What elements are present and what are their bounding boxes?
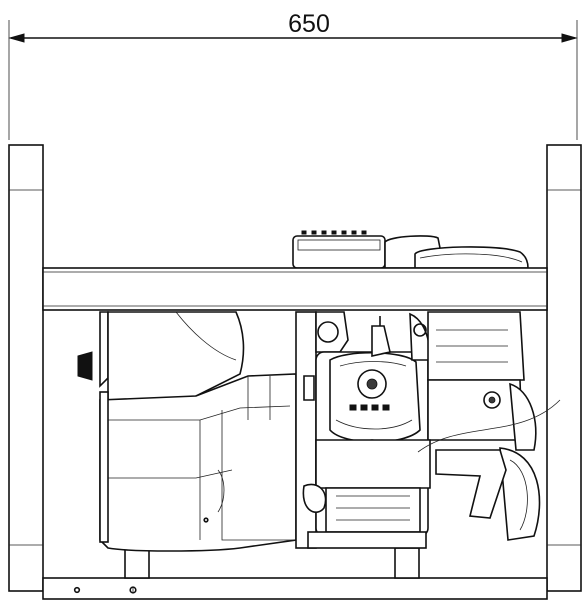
dimension-arrow-right bbox=[561, 33, 578, 43]
engine-top bbox=[292, 230, 529, 269]
dimension-value-label: 650 bbox=[288, 10, 330, 38]
generator-frame bbox=[8, 144, 582, 600]
frame-top-bar bbox=[42, 267, 548, 311]
frame-right-post bbox=[546, 144, 582, 592]
dimension-arrow-left bbox=[8, 33, 25, 43]
engine-feet bbox=[124, 547, 420, 579]
alternator-housing bbox=[77, 311, 297, 552]
base-rail-hole bbox=[73, 586, 81, 594]
frame-base-rail bbox=[42, 577, 548, 600]
width-dimension: 650 bbox=[8, 10, 578, 140]
engine-block bbox=[295, 311, 561, 549]
frame-left-post bbox=[8, 144, 44, 592]
